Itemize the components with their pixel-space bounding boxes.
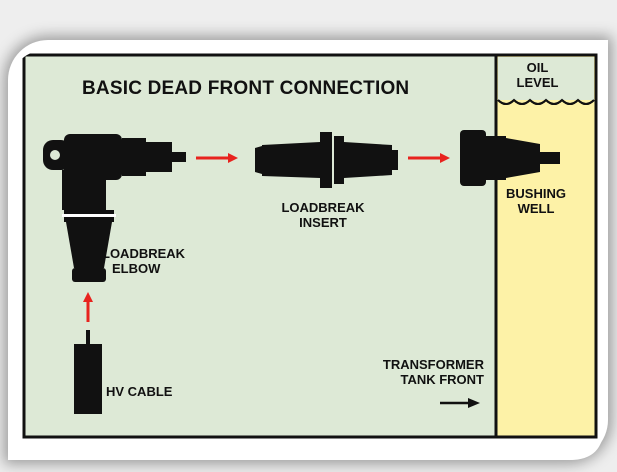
label-loadbreak-elbow: LOADBREAK ELBOW — [102, 246, 186, 276]
label-transformer-tank-front: TRANSFORMER TANK FRONT — [382, 357, 484, 387]
bushing-well-icon — [460, 130, 560, 186]
label-bushing-well: BUSHING WELL — [506, 186, 566, 216]
label-hv-cable: HV CABLE — [106, 384, 173, 399]
loadbreak-elbow-icon — [43, 134, 186, 282]
label-loadbreak-insert: LOADBREAK INSERT — [281, 200, 365, 230]
loadbreak-insert-icon — [255, 132, 398, 188]
label-oil-level: OIL LEVEL — [516, 60, 559, 90]
diagram-title: BASIC DEAD FRONT CONNECTION — [82, 78, 410, 99]
hv-cable-icon — [74, 330, 102, 414]
oil-side-panel — [494, 53, 598, 439]
air-gap-above-oil — [498, 57, 594, 100]
